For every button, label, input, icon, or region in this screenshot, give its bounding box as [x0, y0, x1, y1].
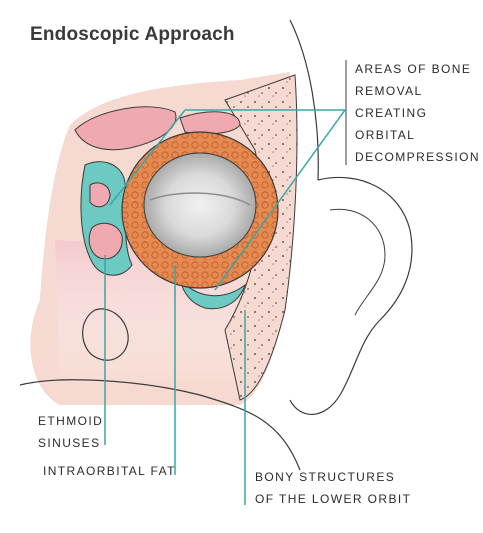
- ethmoid-pink-cell: [88, 222, 123, 260]
- label-areas-of-bone-removal: AREAS OF BONE REMOVAL CREATING ORBITAL D…: [355, 58, 480, 168]
- head-outline: [289, 19, 319, 181]
- label-intraorbital-fat: INTRAORBITAL FAT: [43, 460, 176, 482]
- label-line: DECOMPRESSION: [355, 150, 480, 164]
- diagram-title: Endoscopic Approach: [30, 24, 235, 45]
- ethmoid-pink-cell-2: [89, 182, 111, 208]
- label-line: CREATING: [355, 106, 428, 120]
- ear-inner: [329, 208, 386, 316]
- leader-bone-removal-lower: [214, 109, 346, 291]
- label-line: OF THE LOWER ORBIT: [255, 492, 412, 506]
- lower-orbit-teal: [179, 278, 246, 310]
- label-line: AREAS OF BONE: [355, 62, 472, 76]
- label-line: REMOVAL: [355, 84, 423, 98]
- eyelid-crease: [149, 192, 251, 206]
- leader-bone-removal-ethmoid: [109, 109, 186, 206]
- label-line: INTRAORBITAL FAT: [43, 464, 176, 478]
- label-line: ORBITAL: [355, 128, 416, 142]
- ear-outline: [289, 176, 413, 415]
- eyeball: [143, 152, 257, 258]
- upper-orbit-recess: [179, 111, 241, 135]
- nasal-turbinate: [82, 308, 129, 361]
- label-line: ETHMOID: [38, 414, 104, 428]
- label-bony-structures: BONY STRUCTURES OF THE LOWER ORBIT: [255, 466, 411, 510]
- label-line: SINUSES: [38, 436, 101, 450]
- label-line: BONY STRUCTURES: [255, 470, 396, 484]
- label-ethmoid-sinuses: ETHMOID SINUSES: [38, 410, 103, 454]
- leader-lines: [104, 109, 346, 505]
- jaw-outline: [19, 379, 301, 471]
